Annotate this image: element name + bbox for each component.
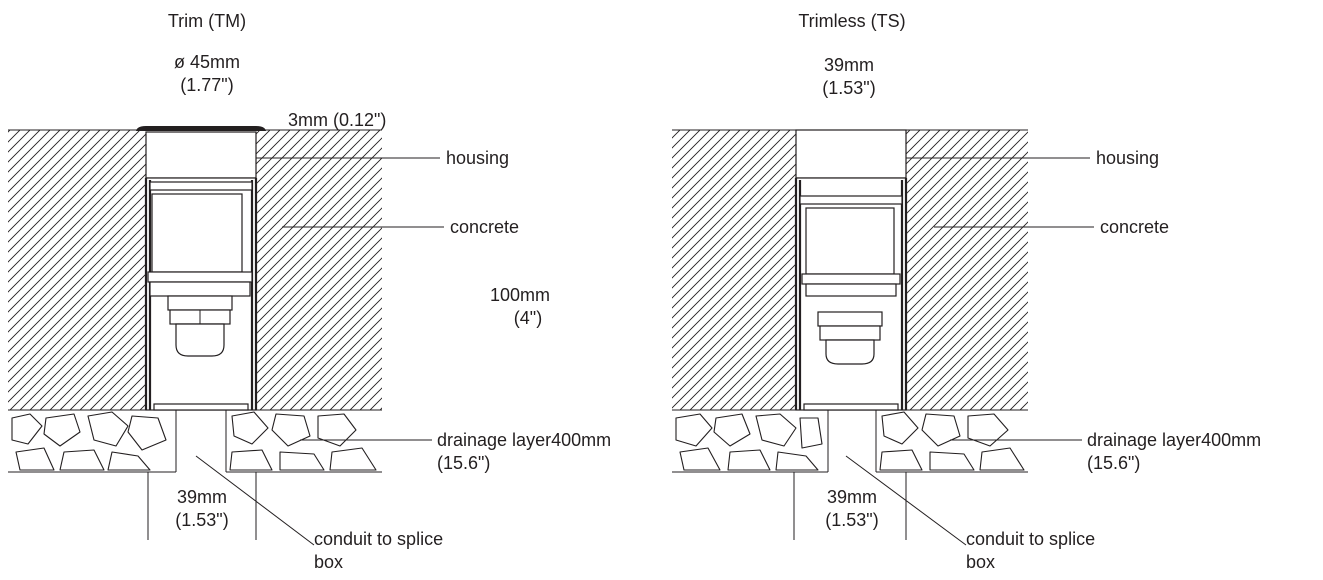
trimless-drainage-label: drainage layer400mm [1087,430,1261,450]
concrete-block-right [906,130,1028,410]
trim-depth-label: 100mm [490,285,550,305]
trimless-conduit-width: 39mm [827,487,877,507]
trim-drainage-in-label: (15.6") [437,453,490,473]
fixture-housing [794,129,908,411]
fixture-housing [144,131,258,411]
concrete-block-left [672,130,796,410]
trim-depth-in-label: (4") [514,308,542,328]
drainage-layer [672,410,1028,473]
trimless-concrete-label: concrete [1100,217,1169,237]
concrete-block-left [8,130,146,410]
trimless-conduit-label-1: conduit to splice [966,529,1095,549]
trim-diameter: ø 45mm [174,52,240,72]
trim-title: Trim (TM) [168,11,246,31]
drainage-layer [8,410,382,473]
trimless-drainage-in-label: (15.6") [1087,453,1140,473]
trim-conduit-label-2: box [314,552,343,572]
trimless-width-in: (1.53") [822,78,875,98]
trim-flange-label: 3mm (0.12") [288,110,386,130]
trimless-conduit-label-2: box [966,552,995,572]
trim-drainage-label: drainage layer400mm [437,430,611,450]
trimless-conduit-width-in: (1.53") [825,510,878,530]
trimless-housing-label: housing [1096,148,1159,168]
trimless-title: Trimless (TS) [798,11,905,31]
trim-housing-label: housing [446,148,509,168]
trimless-diagram: Trimless (TS) 39mm (1.53") housing concr… [672,11,1261,572]
trim-conduit-width-in: (1.53") [175,510,228,530]
trim-diameter-in: (1.77") [180,75,233,95]
trim-diagram: Trim (TM) ø 45mm (1.77") 3mm (0.12") hou… [8,11,611,572]
trim-conduit-label-1: conduit to splice [314,529,443,549]
trim-concrete-label: concrete [450,217,519,237]
conduit-leader [195,455,315,546]
trimless-width: 39mm [824,55,874,75]
trim-conduit-width: 39mm [177,487,227,507]
conduit-leader [845,455,967,546]
concrete-block-right [256,130,382,410]
trim-flange [136,126,266,131]
